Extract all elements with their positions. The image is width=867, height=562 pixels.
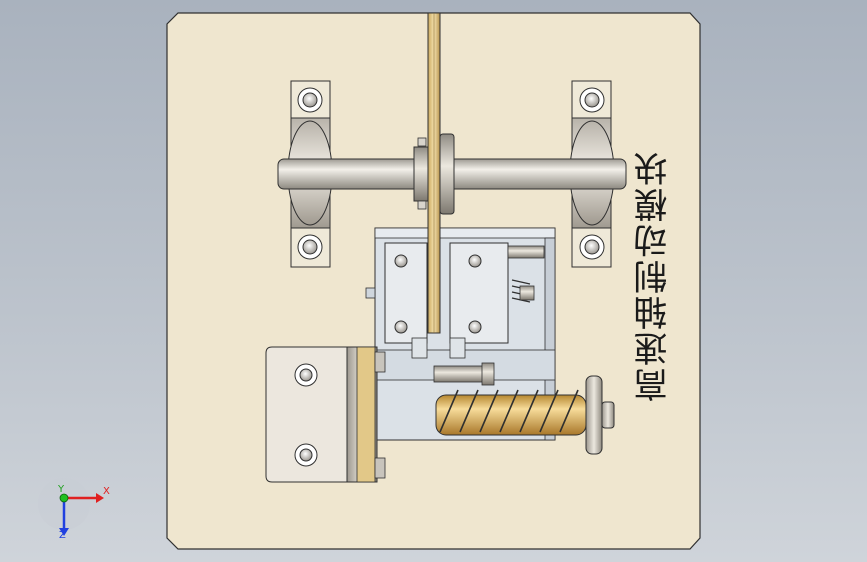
adjust-screw xyxy=(507,245,545,303)
y-axis-dot xyxy=(59,493,69,503)
spring-end-knob xyxy=(585,375,615,455)
hub-collar-left xyxy=(413,146,429,202)
bolt-left-top xyxy=(302,92,318,108)
bolt-left-bottom xyxy=(302,239,318,255)
x-axis-label: X xyxy=(103,486,110,497)
high-speed-shaft xyxy=(277,133,627,215)
hub-flange-right xyxy=(439,133,455,215)
bolt-right-top xyxy=(584,92,600,108)
model-title: 高速轴制动模块 xyxy=(634,150,674,402)
brake-disc xyxy=(427,12,441,334)
brake-pad-left xyxy=(384,242,428,359)
y-axis-label: Y xyxy=(58,484,65,495)
axis-triad xyxy=(38,478,104,536)
mounting-block xyxy=(265,346,386,483)
bolt-right-bottom xyxy=(584,239,600,255)
push-rod-bolt xyxy=(433,362,495,386)
compression-spring xyxy=(435,389,587,436)
brake-pad-right xyxy=(449,242,509,359)
z-axis-label: Z xyxy=(59,530,66,541)
